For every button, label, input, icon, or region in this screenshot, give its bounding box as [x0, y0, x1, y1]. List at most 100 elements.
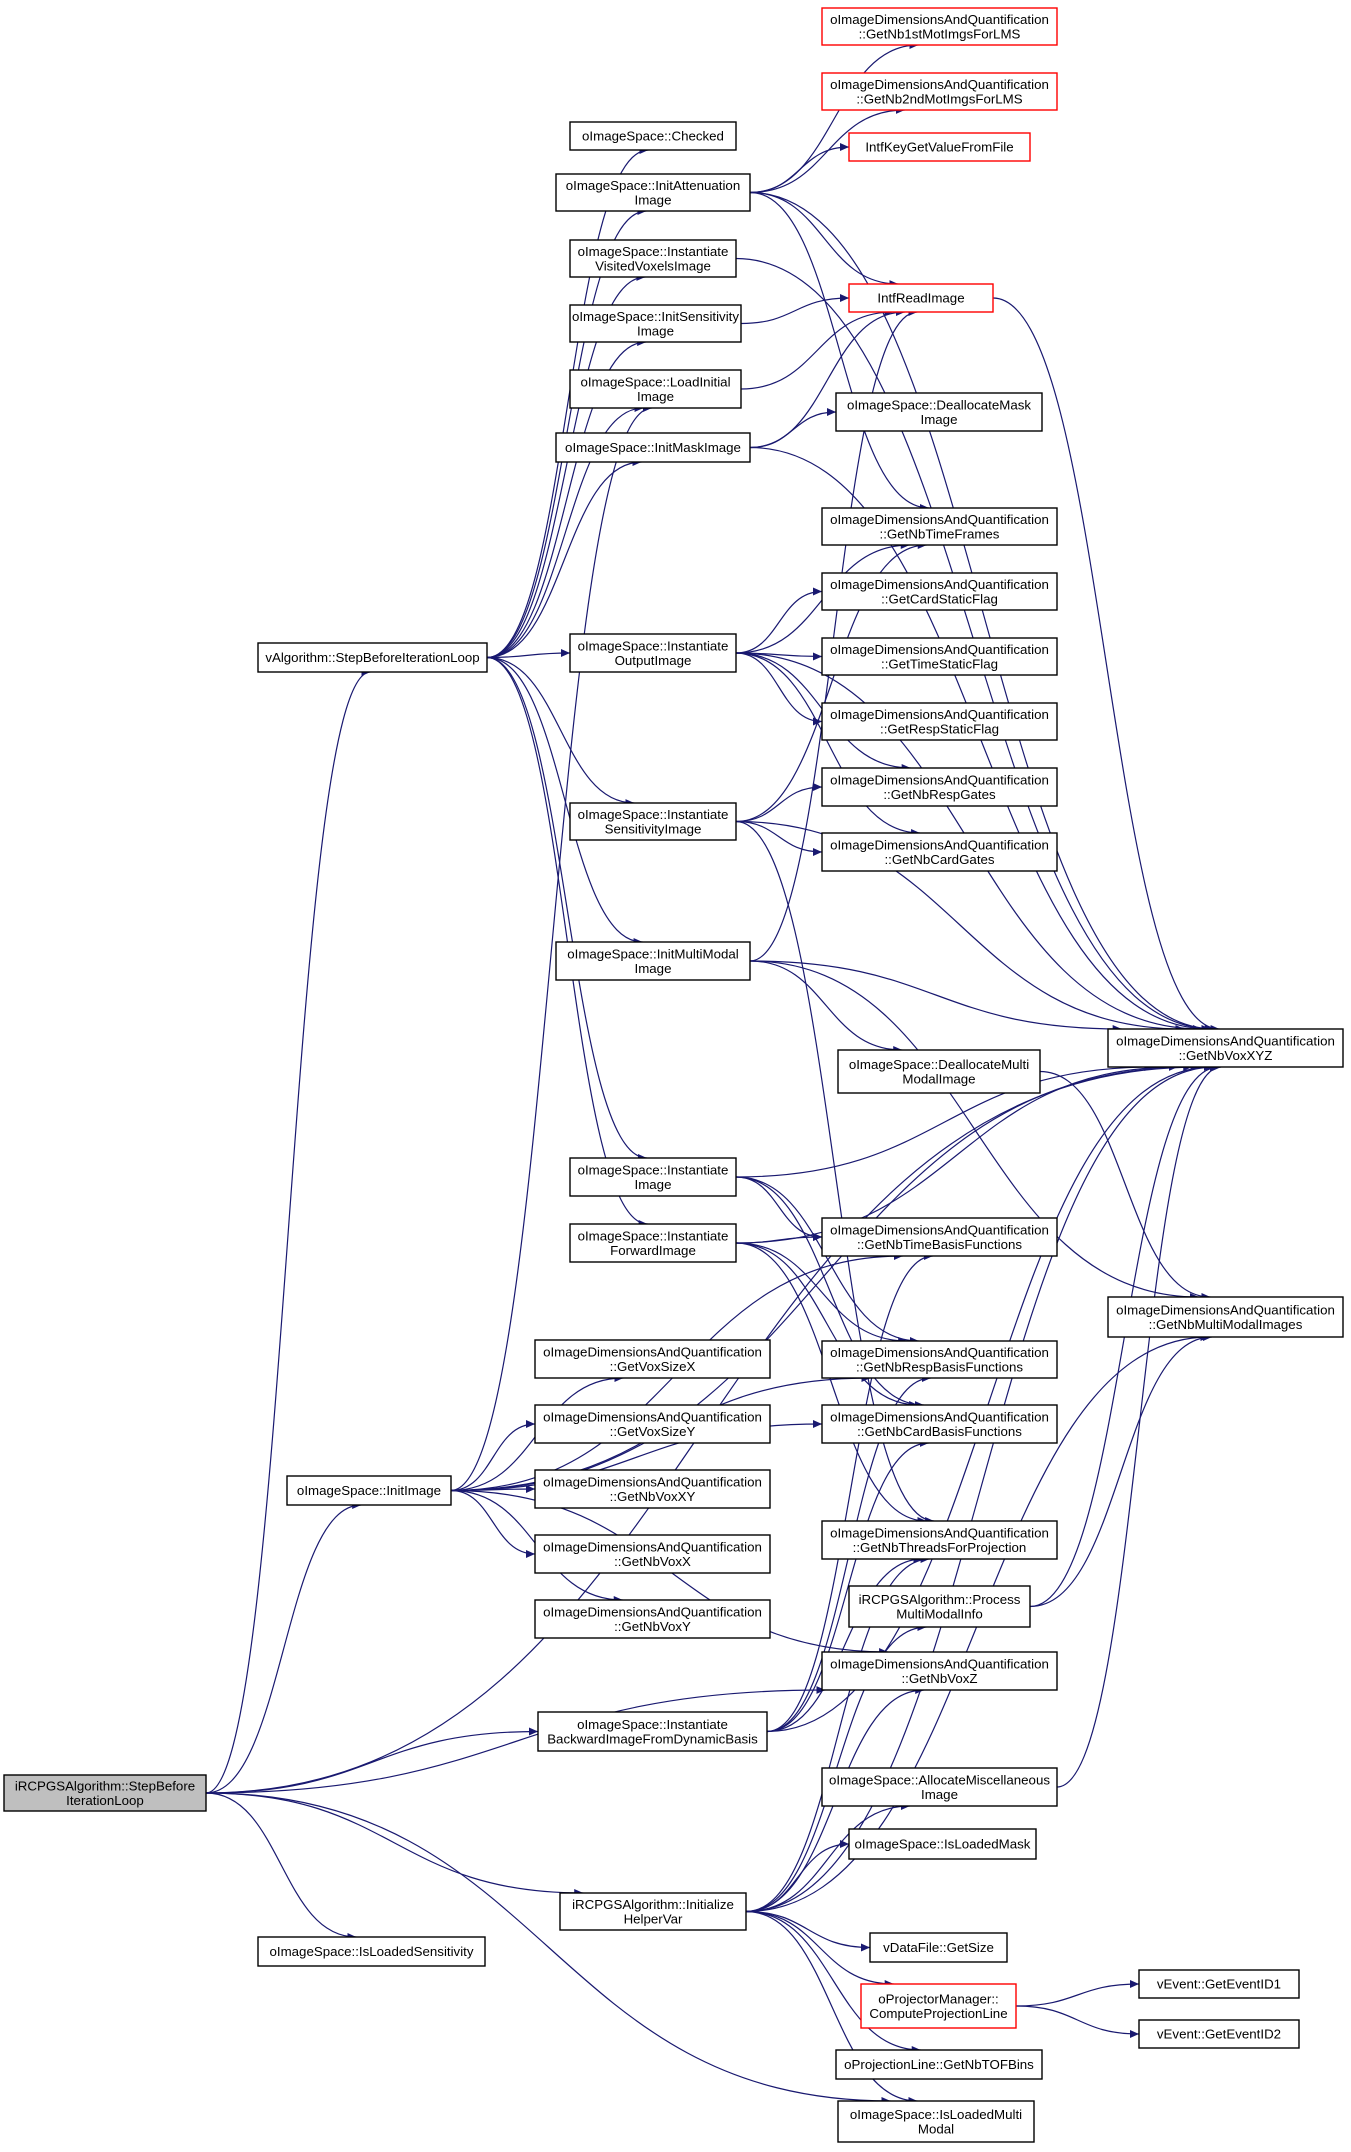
node-oid_cardstatic[interactable]: oImageDimensionsAndQuantification::GetCa… [821, 572, 1058, 611]
node-box[interactable] [821, 1404, 1058, 1444]
node-oid_timestatic[interactable]: oImageDimensionsAndQuantification::GetTi… [821, 637, 1058, 676]
node-ois_instvv[interactable]: oImageSpace::InstantiateVisitedVoxelsIma… [569, 239, 737, 278]
node-box[interactable] [569, 239, 737, 278]
node-oid_voxy[interactable]: oImageDimensionsAndQuantification::GetVo… [534, 1404, 771, 1444]
node-box[interactable] [555, 941, 751, 981]
node-ois_isloadmask[interactable]: oImageSpace::IsLoadedMask [848, 1828, 1037, 1860]
node-box[interactable] [848, 283, 994, 313]
node-box[interactable] [534, 1404, 771, 1444]
node-box[interactable] [569, 121, 737, 151]
node-oid_nbmm[interactable]: oImageDimensionsAndQuantification::GetNb… [1107, 1296, 1344, 1338]
node-oid_nbxy[interactable]: oImageDimensionsAndQuantification::GetNb… [534, 1469, 771, 1509]
node-ois_initimg[interactable]: oImageSpace::InitImage [286, 1475, 452, 1506]
node-box[interactable] [534, 1534, 771, 1574]
node-oid_nbvoxz[interactable]: oImageDimensionsAndQuantification::GetNb… [821, 1651, 1058, 1691]
node-oid_timeframes[interactable]: oImageDimensionsAndQuantification::GetNb… [821, 507, 1058, 546]
node-root[interactable]: iRCPGSAlgorithm::StepBeforeIterationLoop [3, 1774, 207, 1812]
node-box[interactable] [1107, 1028, 1344, 1068]
node-intf_key[interactable]: IntfKeyGetValueFromFile [848, 132, 1031, 162]
node-box[interactable] [569, 802, 737, 841]
node-opl_tof[interactable]: oProjectionLine::GetNbTOFBins [835, 2049, 1043, 2080]
node-box[interactable] [837, 1049, 1041, 1094]
node-box[interactable] [569, 369, 742, 409]
node-ve_id1[interactable]: vEvent::GetEventID1 [1138, 1969, 1300, 1999]
node-box[interactable] [559, 1892, 747, 1931]
node-box[interactable] [821, 1767, 1058, 1807]
node-box[interactable] [837, 2100, 1035, 2143]
node-oid_nb1st[interactable]: oImageDimensionsAndQuantification::GetNb… [821, 7, 1058, 46]
node-oid_nb2nd[interactable]: oImageDimensionsAndQuantification::GetNb… [821, 72, 1058, 111]
node-box[interactable] [286, 1475, 452, 1506]
node-box[interactable] [869, 1932, 1008, 1963]
node-oid_nbcardgates[interactable]: oImageDimensionsAndQuantification::GetNb… [821, 832, 1058, 872]
node-box[interactable] [1138, 1969, 1300, 1999]
node-oid_nbvoxxyz[interactable]: oImageDimensionsAndQuantification::GetNb… [1107, 1028, 1344, 1068]
node-box[interactable] [821, 507, 1058, 546]
node-box[interactable] [569, 633, 737, 673]
node-box[interactable] [821, 7, 1058, 46]
node-box[interactable] [569, 1157, 737, 1197]
node-box[interactable] [821, 832, 1058, 872]
node-box[interactable] [821, 637, 1058, 676]
node-box[interactable] [835, 2049, 1043, 2080]
node-box[interactable] [848, 132, 1031, 162]
node-box[interactable] [821, 702, 1058, 741]
node-va_sbil[interactable]: vAlgorithm::StepBeforeIterationLoop [257, 642, 488, 673]
node-opm_cpl[interactable]: oProjectorManager::ComputeProjectionLine [860, 1983, 1017, 2029]
node-oid_respstatic[interactable]: oImageDimensionsAndQuantification::GetRe… [821, 702, 1058, 741]
node-box[interactable] [835, 392, 1043, 432]
node-box[interactable] [534, 1469, 771, 1509]
node-ve_id2[interactable]: vEvent::GetEventID2 [1138, 2019, 1300, 2049]
node-ois_initmask[interactable]: oImageSpace::InitMaskImage [555, 432, 751, 463]
node-box[interactable] [534, 1599, 771, 1639]
node-intf_read[interactable]: IntfReadImage [848, 283, 994, 313]
node-box[interactable] [821, 767, 1058, 807]
node-box[interactable] [821, 1651, 1058, 1691]
node-box[interactable] [821, 1340, 1058, 1379]
node-oid_nby[interactable]: oImageDimensionsAndQuantification::GetNb… [534, 1599, 771, 1639]
node-oid_nbx[interactable]: oImageDimensionsAndQuantification::GetNb… [534, 1534, 771, 1574]
node-box[interactable] [537, 1711, 768, 1752]
node-box[interactable] [3, 1774, 207, 1812]
node-box[interactable] [534, 1339, 771, 1379]
node-oid_respbasis[interactable]: oImageDimensionsAndQuantification::GetNb… [821, 1340, 1058, 1379]
node-box[interactable] [860, 1983, 1017, 2029]
node-ois_isloadsens[interactable]: oImageSpace::IsLoadedSensitivity [257, 1936, 486, 1967]
node-vdf_getsize[interactable]: vDataFile::GetSize [869, 1932, 1008, 1963]
node-box[interactable] [569, 1223, 737, 1263]
node-oid_cardbasis[interactable]: oImageDimensionsAndQuantification::GetNb… [821, 1404, 1058, 1444]
node-box[interactable] [1138, 2019, 1300, 2049]
node-ois_instbwd[interactable]: oImageSpace::InstantiateBackwardImageFro… [537, 1711, 768, 1752]
node-box[interactable] [555, 432, 751, 463]
node-box[interactable] [555, 173, 751, 212]
node-box[interactable] [821, 1520, 1058, 1560]
node-box[interactable] [848, 1585, 1031, 1628]
node-oid_nbrespgates[interactable]: oImageDimensionsAndQuantification::GetNb… [821, 767, 1058, 807]
node-box[interactable] [821, 1217, 1058, 1257]
node-oid_timebasis[interactable]: oImageDimensionsAndQuantification::GetNb… [821, 1217, 1058, 1257]
node-box[interactable] [1107, 1296, 1344, 1338]
node-oid_threads[interactable]: oImageDimensionsAndQuantification::GetNb… [821, 1520, 1058, 1560]
node-box[interactable] [821, 572, 1058, 611]
node-box[interactable] [848, 1828, 1037, 1860]
node-box[interactable] [569, 304, 742, 343]
node-box[interactable] [257, 642, 488, 673]
node-box[interactable] [821, 72, 1058, 111]
node-ois_checked[interactable]: oImageSpace::Checked [569, 121, 737, 151]
node-oid_voxx[interactable]: oImageDimensionsAndQuantification::GetVo… [534, 1339, 771, 1379]
node-box[interactable] [257, 1936, 486, 1967]
